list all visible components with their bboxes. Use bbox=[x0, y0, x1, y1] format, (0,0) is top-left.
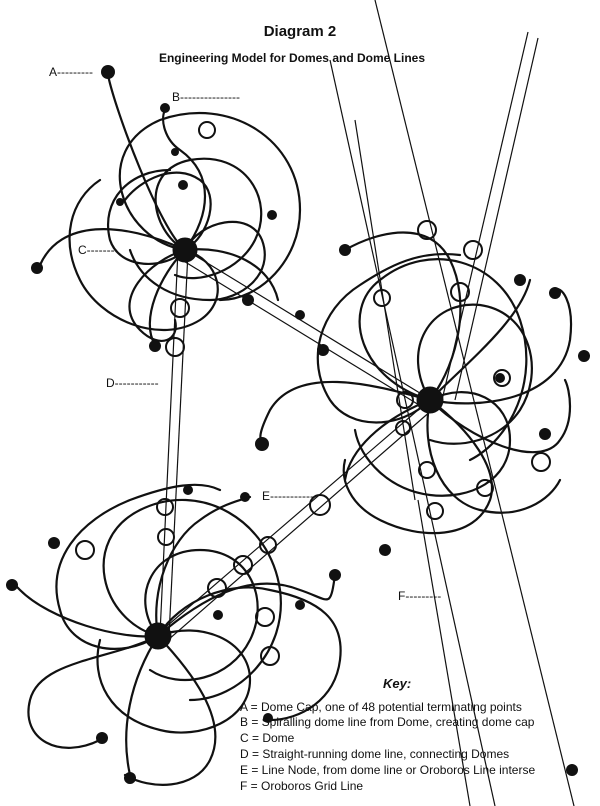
label-a: A--------- bbox=[49, 65, 93, 79]
dome-caps bbox=[6, 65, 590, 784]
dome-2 bbox=[416, 386, 444, 414]
line-nodes bbox=[75, 121, 551, 666]
label-e: E----------- bbox=[262, 489, 314, 503]
label-b: B--------------- bbox=[172, 90, 240, 104]
key: Key: A = Dome Cap, one of 48 potential t… bbox=[240, 676, 535, 793]
key-item-c: C = Dome bbox=[240, 731, 295, 745]
dome-1-spirals bbox=[38, 73, 302, 347]
key-heading: Key: bbox=[383, 676, 411, 691]
label-d: D----------- bbox=[106, 376, 159, 390]
key-item-a: A = Dome Cap, one of 48 potential termin… bbox=[240, 700, 522, 714]
key-item-e: E = Line Node, from dome line or Oroboro… bbox=[240, 763, 535, 777]
key-item-f: F = Oroboros Grid Line bbox=[240, 779, 363, 793]
dome-lines-straight bbox=[159, 249, 433, 641]
key-item-d: D = Straight-running dome line, connecti… bbox=[240, 747, 509, 761]
diagram-subtitle: Engineering Model for Domes and Dome Lin… bbox=[159, 51, 425, 65]
label-c: C------- bbox=[78, 243, 115, 257]
diagram-title: Diagram 2 bbox=[264, 23, 337, 40]
dome-3 bbox=[144, 622, 172, 650]
dome-3-spirals bbox=[10, 483, 342, 786]
label-f: F--------- bbox=[398, 589, 441, 603]
domes bbox=[144, 237, 444, 650]
leader-labels: A--------- B--------------- C------- D--… bbox=[49, 65, 441, 603]
dome-1 bbox=[172, 237, 198, 263]
key-item-b: B = Spiralling dome line from Dome, crea… bbox=[240, 715, 535, 729]
